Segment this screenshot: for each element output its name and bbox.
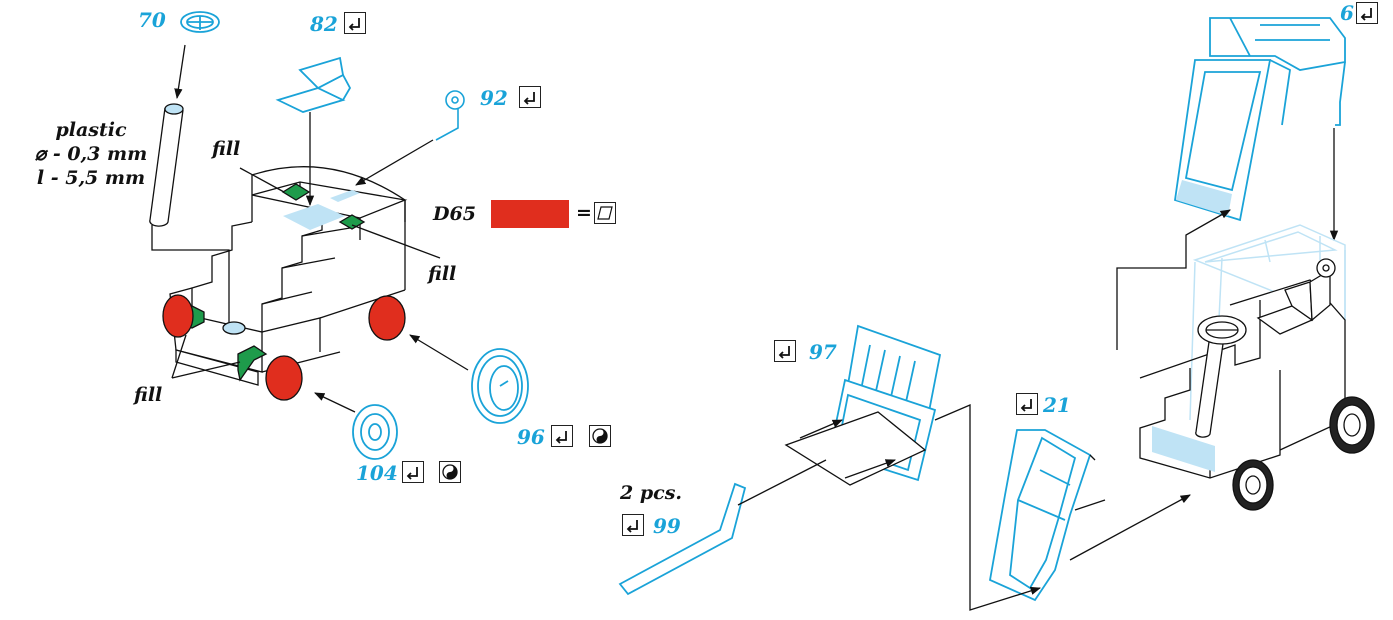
forklift-assembled	[1139, 224, 1375, 511]
fill-note-top: fill	[212, 138, 241, 160]
seat-part	[275, 56, 352, 113]
part-label-70: 70	[138, 8, 166, 32]
arrow-97-a	[799, 419, 843, 439]
equals-sign: =	[576, 202, 592, 224]
length-text: l - 5,5 mm	[36, 167, 146, 189]
part-label-99: 99	[653, 514, 681, 538]
pipe-spec: plastic ⌀ - 0,3 mm l - 5,5 mm	[26, 118, 156, 190]
paper-surface-icon	[594, 202, 616, 224]
fill-note-right: fill	[428, 263, 457, 285]
fill-note-bottom: fill	[134, 384, 163, 406]
part-label-82: 82	[310, 12, 338, 36]
material-text: plastic	[55, 119, 127, 141]
paint-swatch	[491, 200, 569, 228]
part-label-92: 92	[480, 86, 508, 110]
fold-arrow-icon	[402, 461, 424, 483]
pieces-note: 2 pcs.	[620, 482, 683, 504]
part-label-21: 21	[1043, 393, 1071, 417]
left-assembly	[149, 11, 529, 460]
steering-wheel-part	[180, 11, 220, 33]
fill-leader-top	[239, 167, 285, 193]
fill-leader-a	[171, 334, 187, 379]
paint-code: D65	[433, 203, 476, 225]
fold-arrow-icon	[1016, 393, 1038, 415]
arrow-mast-to-body	[934, 404, 1041, 611]
arrow-70	[174, 44, 186, 100]
fill-leader-right	[351, 224, 441, 259]
fold-arrow-icon	[344, 12, 366, 34]
arrow-to-canopy	[1116, 209, 1231, 350]
part-label-104: 104	[356, 461, 398, 485]
pipe-part	[149, 103, 184, 227]
panel-21-part	[988, 429, 1092, 602]
arrow-21	[1069, 494, 1191, 561]
glue-yin-yang-icon	[589, 425, 611, 447]
tire-104-part	[352, 404, 398, 460]
canopy-part	[1174, 17, 1346, 222]
part-label-97: 97	[809, 340, 837, 364]
glue-yin-yang-icon	[439, 461, 461, 483]
fold-arrow-icon	[551, 425, 573, 447]
fill-leader-b	[171, 361, 241, 379]
part-label-96: 96	[517, 425, 545, 449]
fold-arrow-icon	[1356, 2, 1378, 24]
fold-arrow-icon	[622, 514, 644, 536]
arrow-104	[314, 392, 356, 413]
leader-fork	[737, 459, 827, 506]
diameter-text: ⌀ - 0,3 mm	[34, 143, 148, 165]
fold-arrow-icon	[519, 86, 541, 108]
fold-arrow-icon	[774, 340, 796, 362]
right-assembly	[618, 17, 1375, 611]
chassis-body	[162, 166, 408, 401]
arrow-97-b	[844, 459, 896, 479]
arrow-92	[355, 139, 434, 186]
fork-99-part	[618, 482, 747, 596]
bracket-part	[435, 90, 465, 141]
arrow-96	[409, 334, 469, 371]
tire-96-part	[471, 348, 529, 424]
part-label-6: 6	[1340, 1, 1354, 25]
